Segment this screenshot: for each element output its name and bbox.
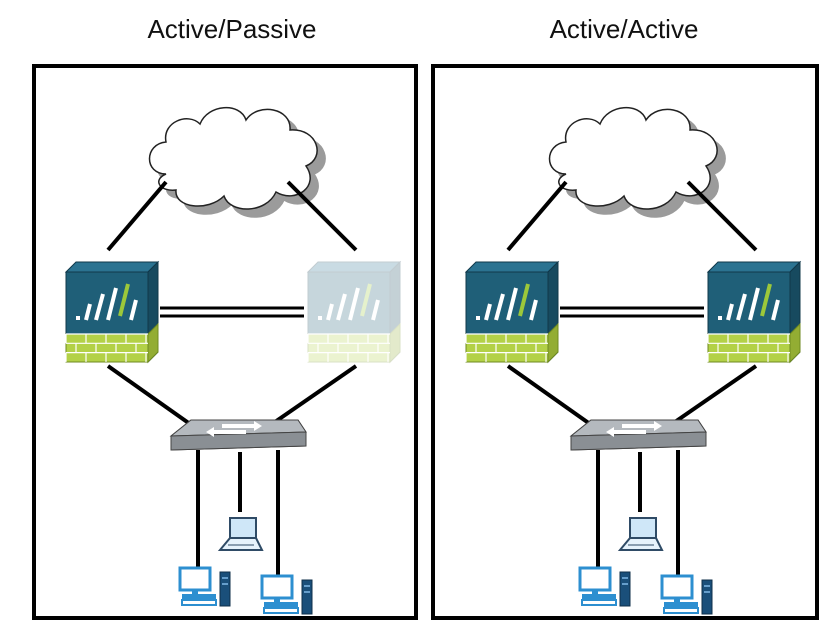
- link-cloud-fw2: [686, 180, 758, 252]
- panel-active-active: [431, 64, 819, 620]
- link-cloud-fw1: [106, 180, 168, 252]
- network-switch-icon: [169, 419, 307, 451]
- diagram-content: [64, 106, 402, 615]
- desktop-computer-icon: [260, 574, 313, 615]
- laptop-icon: [617, 517, 664, 551]
- title-active-active: Active/Active: [549, 14, 699, 44]
- desktop-computer-icon: [660, 574, 713, 615]
- network-switch-icon: [569, 419, 707, 451]
- firewall-icon: [706, 260, 802, 364]
- title-active-passive: Active/Passive: [147, 14, 317, 44]
- desktop-computer-icon: [178, 566, 231, 607]
- link-fw2-switch: [670, 364, 758, 426]
- diagram-active-passive: [64, 106, 402, 615]
- link-fw1-switch: [106, 364, 192, 426]
- cloud-icon: [548, 106, 726, 218]
- firewall-icon: [306, 260, 402, 364]
- diagram-active-active: [464, 106, 802, 615]
- link-fw2-switch: [270, 364, 358, 426]
- panel-active-passive: [32, 64, 418, 620]
- link-fw1-switch: [506, 364, 592, 426]
- link-cloud-fw2: [286, 180, 358, 252]
- link-cloud-fw1: [506, 180, 568, 252]
- diagram-content: [464, 106, 802, 615]
- firewall-icon: [64, 260, 160, 364]
- desktop-computer-icon: [578, 566, 631, 607]
- laptop-icon: [217, 517, 264, 551]
- cloud-icon: [148, 106, 326, 218]
- firewall-icon: [464, 260, 560, 364]
